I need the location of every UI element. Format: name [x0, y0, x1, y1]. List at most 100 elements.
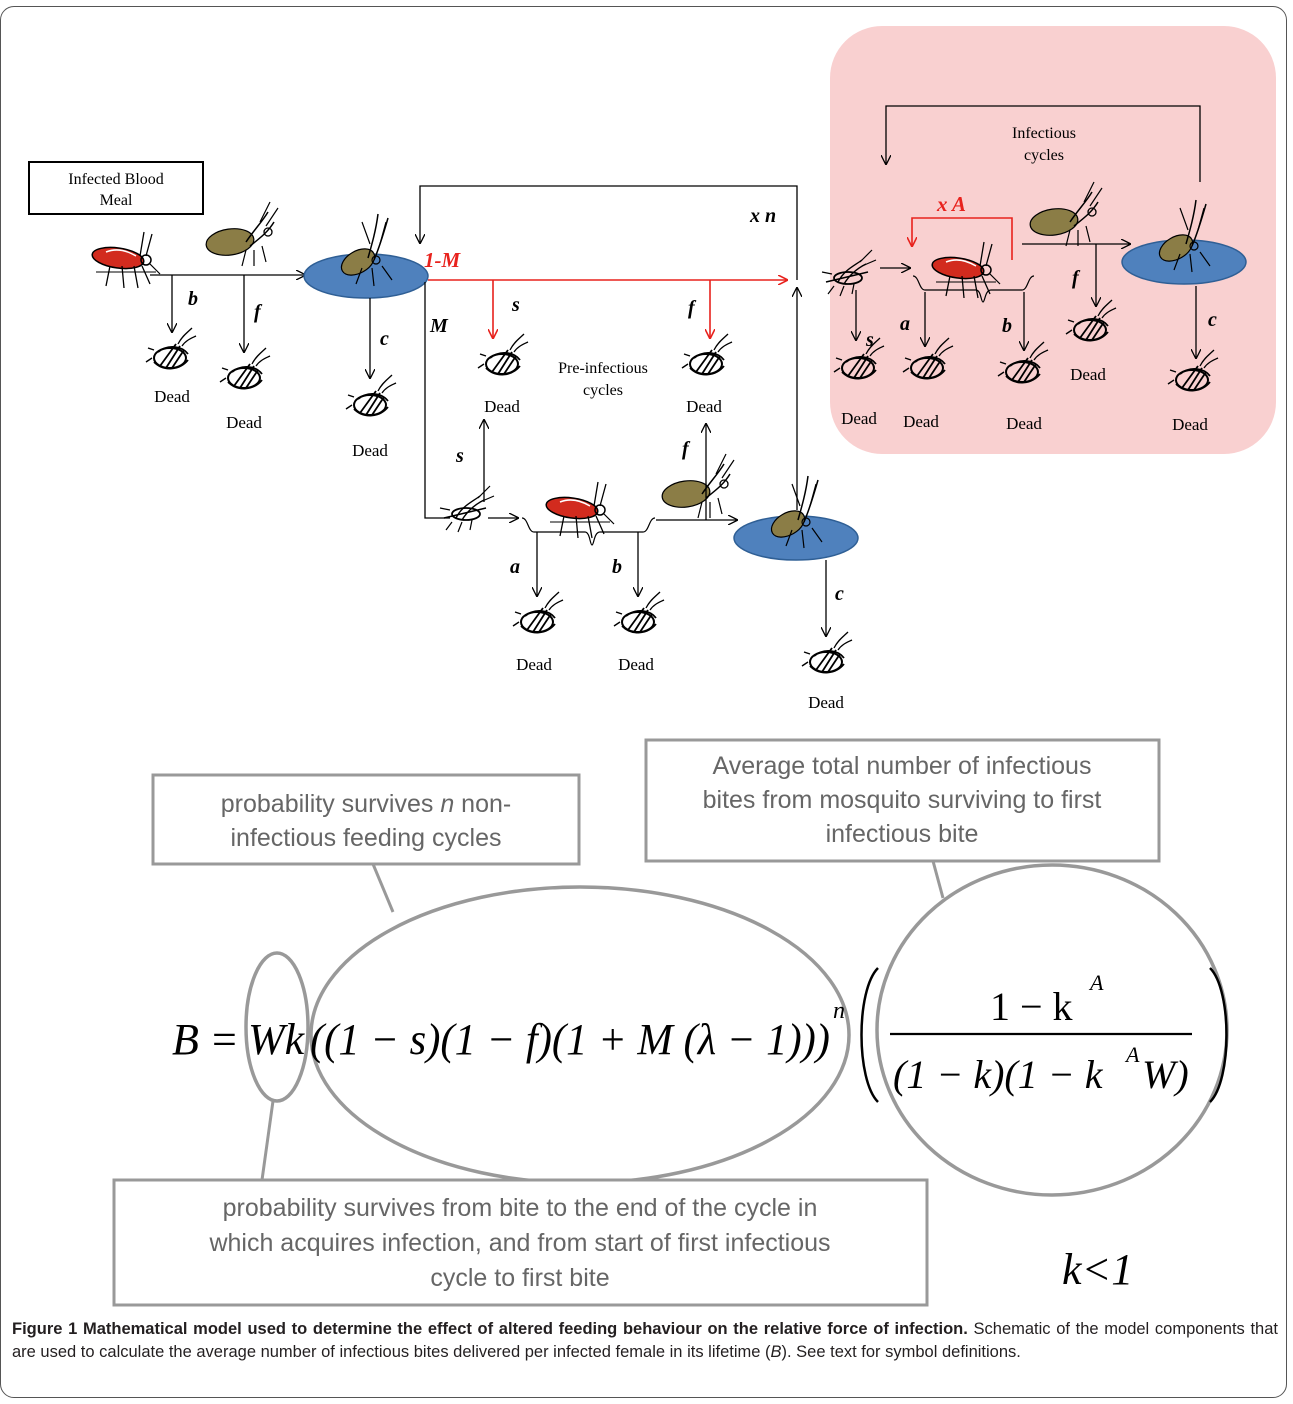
callout-top-right-line2: bites from mosquito surviving to first [703, 786, 1102, 814]
engorged-mosquito-icon [544, 481, 615, 539]
input-box-line1: Infected Blood [68, 171, 164, 188]
symbol-s-3: s [865, 329, 874, 351]
symbol-s-1: s [511, 294, 520, 316]
callout-connector [371, 863, 395, 913]
symbol-a-2: a [900, 313, 910, 335]
dead-mosquito-icon [681, 333, 733, 376]
eq-condition: k<1 [1062, 1245, 1133, 1294]
pre-infectious-label-1: Pre-infectious [558, 360, 648, 377]
dead-mosquito-icon [512, 591, 564, 634]
loop-x-A [912, 217, 1013, 260]
svg-text:probability survives n: probability survives n non- [221, 790, 511, 818]
symbol-c-2: c [835, 583, 844, 605]
infected-blood-meal-box: Infected Blood Meal [28, 161, 204, 215]
dead-label-8: Dead [808, 693, 844, 712]
callout-top-left: probability survives n non- infectious f… [151, 773, 581, 866]
infectious-loop [886, 105, 1201, 182]
dead-label-7: Dead [618, 655, 654, 674]
dead-label-13: Dead [1172, 415, 1208, 434]
highlight-infectious-bites [875, 863, 1229, 1197]
figure-caption: Figure 1 Mathematical model used to dete… [12, 1318, 1278, 1364]
dead-label-6: Dead [516, 655, 552, 674]
highlight-Wk [244, 951, 310, 1103]
symbol-xn: x n [749, 205, 776, 227]
oviposition-site-icon [733, 475, 859, 561]
symbol-1-minus-M: 1-M [424, 248, 461, 272]
branch-M [424, 282, 450, 519]
eq-equals: = [212, 1015, 237, 1064]
dead-label-3: Dead [352, 441, 388, 460]
flying-mosquito-icon [439, 485, 495, 533]
dead-mosquito-icon [613, 591, 665, 634]
symbol-f-2: f [688, 297, 697, 319]
eq-middle: ((1 − s)(1 − f)(1 + M (λ − 1))) [310, 1015, 830, 1064]
eq-Wk: Wk [248, 1015, 306, 1064]
eq-exp-n: n [833, 998, 845, 1024]
callout-top-right-line1: Average total number of infectious [713, 752, 1092, 780]
callout-top-left-line1a: probability survives [221, 790, 434, 818]
caption-body-B: B [770, 1343, 782, 1361]
callout-bottom: probability survives from bite to the en… [112, 1178, 929, 1307]
loop-x-n [420, 185, 798, 280]
eq-num-exp: A [1088, 970, 1104, 995]
callout-top-left-n: n [440, 790, 454, 818]
figure-frame [0, 6, 1287, 1398]
infectious-label-2: cycles [1024, 147, 1064, 164]
bite-bracket-2 [912, 275, 1035, 303]
dead-mosquito-icon [219, 347, 271, 390]
eq-big-paren-right [1209, 967, 1228, 1103]
model-diagram: Infected Blood Meal b Dead f Dead c Dead… [28, 26, 1276, 1307]
dead-label-4: Dead [484, 397, 520, 416]
infectious-cycles-region [830, 26, 1276, 454]
callout-bottom-line2: which acquires infection, and from start… [208, 1229, 830, 1257]
callout-top-right: Average total number of infectious bites… [644, 738, 1161, 863]
symbol-b-2: b [612, 556, 622, 578]
dead-mosquito-icon [345, 374, 397, 417]
engorged-mosquito-icon [90, 231, 161, 289]
dead-mosquito-icon [801, 631, 853, 674]
symbol-M: M [429, 315, 449, 337]
eq-lhs: B [172, 1015, 199, 1064]
gravid-mosquito-icon [203, 201, 279, 267]
symbol-s-2: s [455, 445, 464, 467]
infectious-label-1: Infectious [1012, 125, 1076, 142]
symbol-c-3: c [1208, 309, 1217, 331]
symbol-a-1: a [510, 556, 520, 578]
dead-label-12: Dead [1070, 365, 1106, 384]
symbol-xA: x A [936, 192, 966, 216]
callout-top-right-line3: infectious bite [826, 820, 979, 848]
caption-body-1: Schematic of the model components that a… [12, 1320, 1278, 1361]
eq-den-exp: A [1124, 1042, 1140, 1067]
input-box-line2: Meal [100, 192, 133, 209]
dead-label-9: Dead [841, 409, 877, 428]
dead-mosquito-icon [145, 327, 197, 370]
oviposition-site-icon [303, 213, 429, 299]
symbol-f-4: f [1072, 267, 1081, 289]
bite-bracket [521, 517, 656, 546]
dead-label-1: Dead [154, 387, 190, 406]
dead-label-10: Dead [903, 412, 939, 431]
callout-connector [260, 1100, 275, 1181]
dead-label-11: Dead [1006, 414, 1042, 433]
symbol-c-1: c [380, 328, 389, 350]
caption-body-2: ). See text for symbol definitions. [781, 1343, 1021, 1361]
callout-bottom-line3: cycle to first bite [430, 1264, 609, 1292]
eq-big-paren-left [860, 967, 879, 1103]
callout-connector [931, 860, 945, 899]
callout-bottom-line1: probability survives from bite to the en… [223, 1194, 818, 1222]
symbol-f-1: f [254, 301, 263, 323]
symbol-f-3: f [682, 438, 691, 460]
caption-title: Figure 1 Mathematical model used to dete… [12, 1320, 968, 1338]
callout-top-left-line2: infectious feeding cycles [231, 824, 502, 852]
dead-mosquito-icon [477, 333, 529, 376]
eq-denominator-a: (1 − k)(1 − k [893, 1052, 1104, 1097]
eq-denominator-b: W) [1142, 1052, 1189, 1097]
callout-top-left-line1b: non- [461, 790, 511, 818]
gravid-mosquito-icon [659, 453, 735, 519]
eq-numerator: 1 − k [990, 984, 1073, 1029]
dead-label-2: Dead [226, 413, 262, 432]
symbol-b-3: b [1002, 315, 1012, 337]
equation: B = Wk ((1 − s)(1 − f)(1 + M (λ − 1))) n… [172, 967, 1228, 1103]
dead-label-5: Dead [686, 397, 722, 416]
pre-infectious-label-2: cycles [583, 382, 623, 399]
